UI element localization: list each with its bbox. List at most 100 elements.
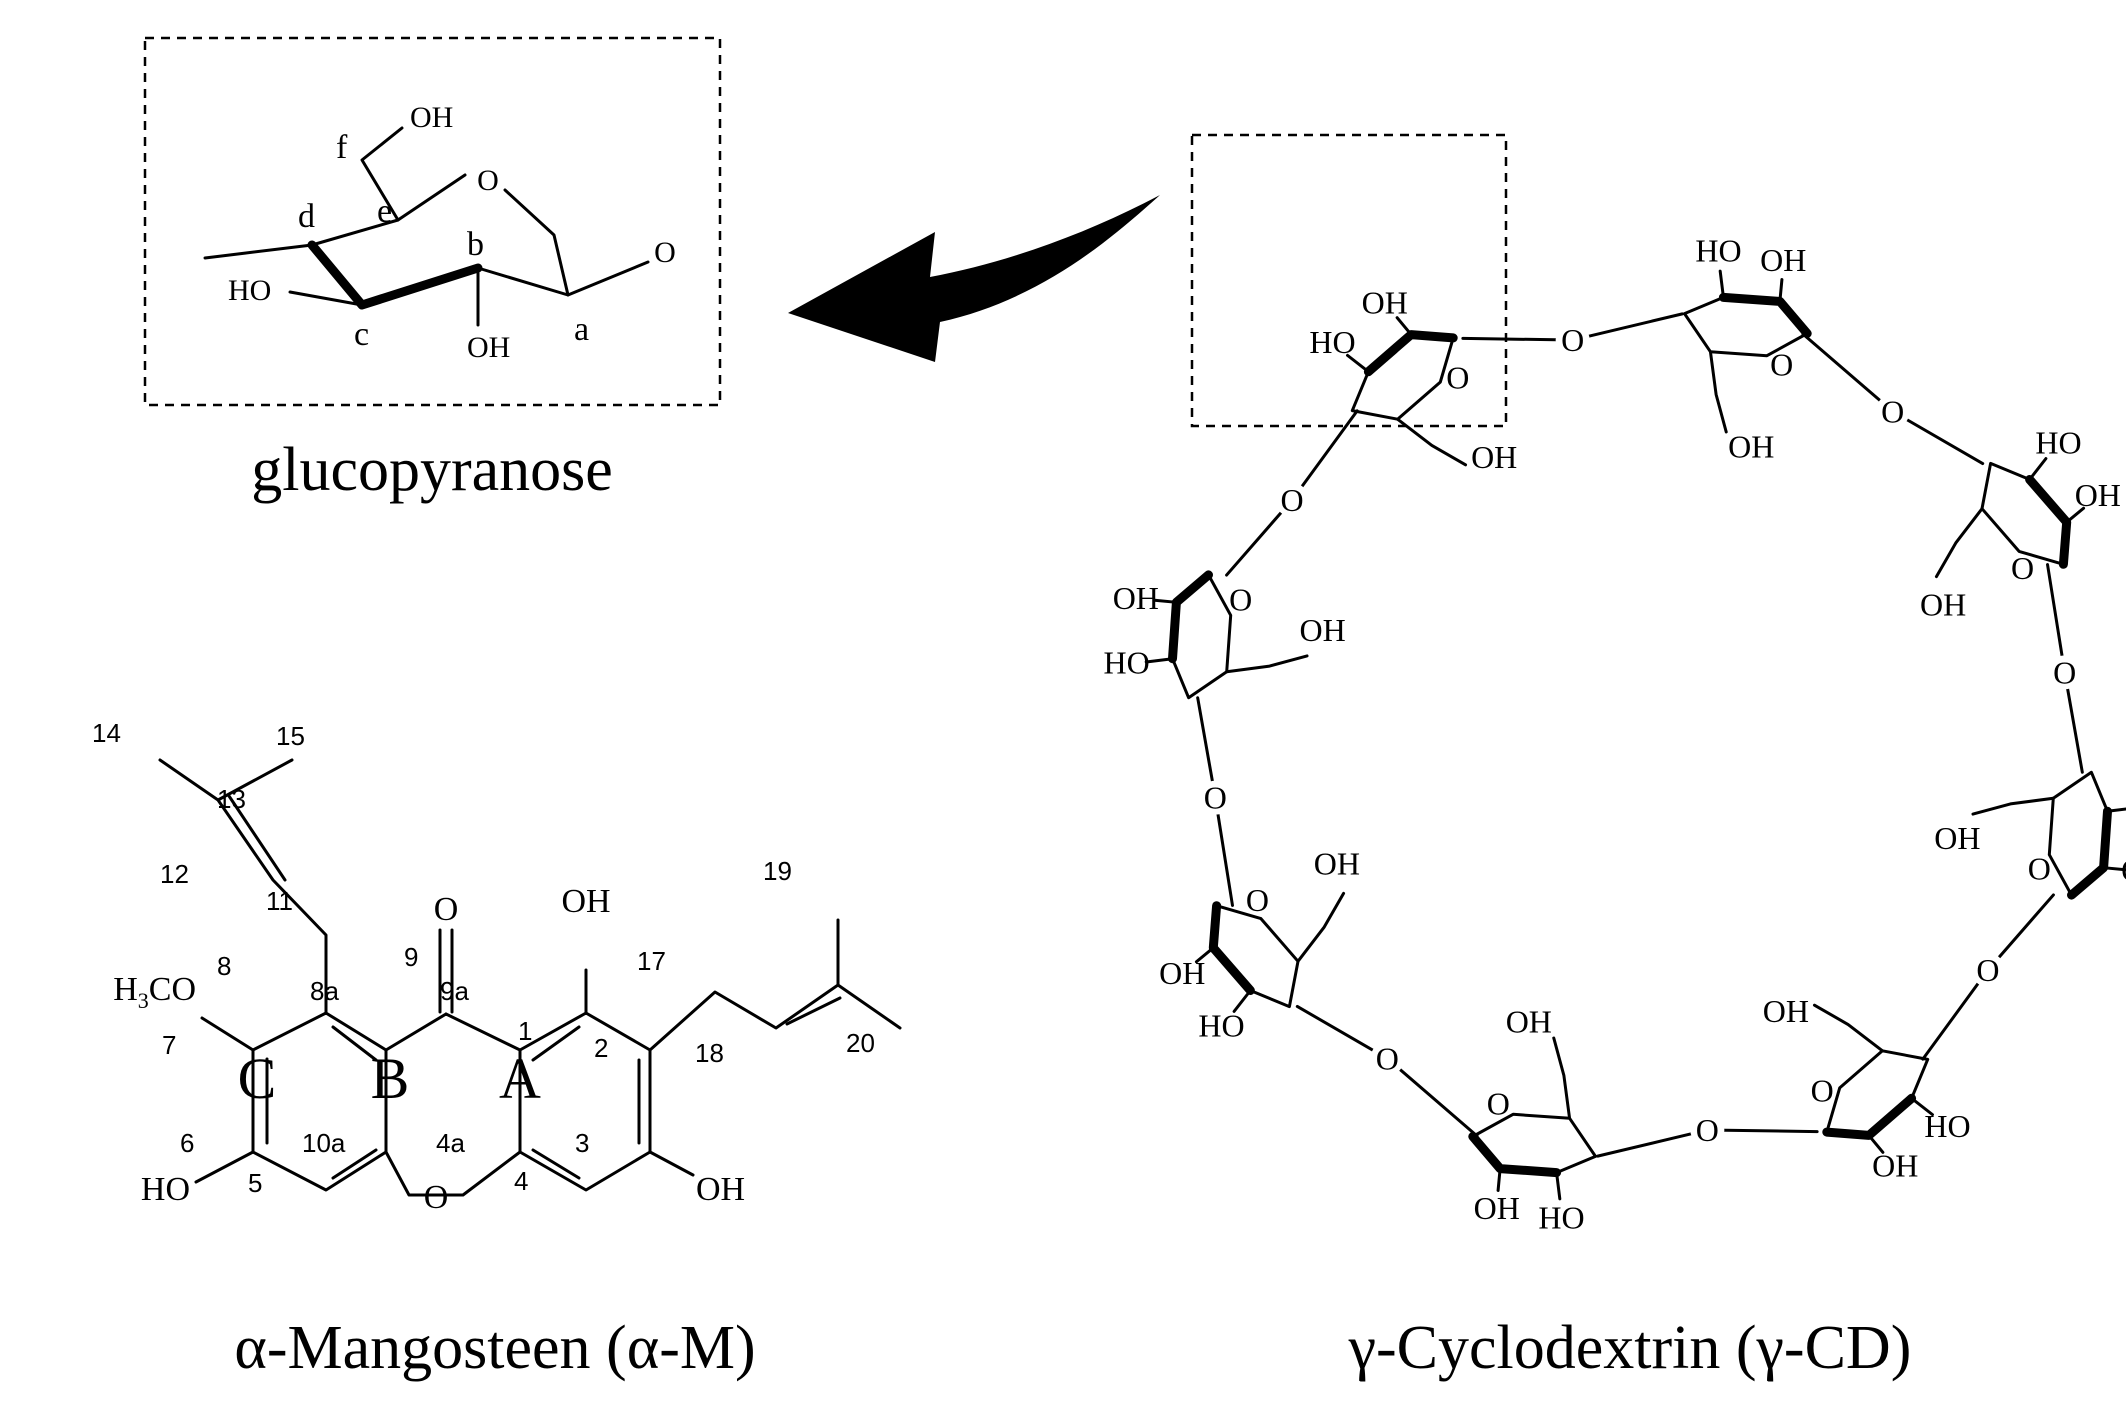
atom-number-17: 17: [637, 946, 666, 976]
glucopyranose-structure: O O OH HO OH a b c d e f: [203, 101, 676, 364]
primary-hydroxymethyl-bond: [1708, 350, 1728, 434]
hydroxyl-c: HO: [228, 274, 271, 307]
secondary-hydroxyl: HO: [1538, 1199, 1584, 1235]
cyclodextrin-highlight-box: [1190, 133, 1508, 428]
glycosidic-oxygen-background: [1555, 323, 1590, 358]
secondary-hydroxyl-bond: [1555, 1171, 1562, 1201]
secondary-hydroxyl-bond: [1194, 946, 1215, 964]
secondary-hydroxyl: OH: [1872, 1148, 1918, 1184]
primary-hydroxymethyl-bond: [1396, 417, 1468, 467]
atom-number-19: 19: [763, 856, 792, 886]
glycosidic-oxygen-background: [1970, 952, 2005, 987]
secondary-hydroxyl: OH: [1474, 1190, 1520, 1226]
hydroxyl-f: OH: [410, 101, 453, 134]
secondary-hydroxyl-bond: [1153, 598, 1178, 604]
primary-hydroxyl: OH: [1314, 846, 1360, 882]
position-a: a: [574, 311, 589, 348]
primary-hydroxymethyl-bond: [1934, 507, 1984, 579]
glycosidic-oxygen-background: [1690, 1112, 1725, 1147]
glycosidic-oxygen: O: [1561, 322, 1584, 358]
secondary-hydroxyl-bond: [1718, 269, 1725, 299]
glucose-ring-front-edge: [1468, 1132, 1562, 1178]
carbonyl-oxygen: O: [434, 891, 459, 928]
glucose-ring-oxygen: O: [1770, 347, 1793, 383]
ring-oxygen: O: [477, 164, 499, 197]
secondary-hydroxyl: OH: [1159, 955, 1205, 991]
secondary-hydroxyl-bond: [1232, 988, 1252, 1013]
secondary-hydroxyl-bond: [2102, 866, 2126, 872]
glycosidic-oxygen-background: [1875, 394, 1910, 429]
primary-hydroxyl: OH: [1934, 820, 1980, 856]
atom-number-10a: 10a: [302, 1128, 346, 1158]
mangosteen-atom-numbers: 1 2 3 4 4a 5 6 7 8 8a 9 9a 10a 11 12 13 …: [92, 718, 875, 1198]
secondary-hydroxyl: OH: [2075, 477, 2121, 513]
atom-number-1: 1: [518, 1016, 532, 1046]
atom-number-9: 9: [404, 942, 418, 972]
secondary-hydroxyl-bond: [1395, 316, 1413, 337]
atom-number-14: 14: [92, 718, 121, 748]
glycosidic-oxygen-background: [2047, 655, 2082, 690]
glycosidic-oxygen: O: [1976, 952, 1999, 988]
methoxy-group: H3CO: [113, 971, 196, 1013]
atom-number-5: 5: [248, 1168, 262, 1198]
secondary-hydroxyl: OH: [1362, 284, 1408, 320]
glycosidic-oxygen: O: [1696, 1112, 1719, 1148]
secondary-hydroxyl-bond: [1910, 1096, 1934, 1117]
glucose-ring-front-edge: [1208, 901, 1255, 995]
glucopyranose-dashed-box: [143, 36, 722, 407]
glucose-ring-oxygen: O: [1229, 581, 1252, 617]
primary-hydroxymethyl-bond: [1225, 654, 1309, 674]
secondary-hydroxyl: HO: [1309, 324, 1355, 360]
atom-number-9a: 9a: [440, 976, 469, 1006]
position-b: b: [467, 226, 484, 263]
atom-number-2: 2: [594, 1033, 608, 1063]
hydroxyl-1: OH: [561, 883, 610, 920]
glucose-ring-oxygen: O: [1811, 1072, 1834, 1108]
glucose-ring-oxygen: O: [1246, 882, 1269, 918]
mangosteen-bonds: [158, 758, 902, 1197]
secondary-hydroxyl-bond: [2065, 506, 2086, 524]
hydroxyl-6: HO: [141, 1171, 190, 1208]
secondary-hydroxyl: HO: [1198, 1007, 1244, 1043]
secondary-hydroxyl: OH: [2121, 852, 2126, 888]
glucose-ring-front-edge: [2067, 806, 2112, 900]
atom-number-11: 11: [266, 886, 293, 916]
glucose-ring-oxygen: O: [1487, 1085, 1510, 1121]
glycosidic-oxygen-background: [1370, 1041, 1405, 1076]
secondary-hydroxyl-bond: [1144, 657, 1174, 664]
secondary-hydroxyl-bond: [1778, 278, 1784, 303]
glycosidic-oxygen: O: [1881, 393, 1904, 429]
secondary-hydroxyl-bond: [1867, 1133, 1885, 1154]
glucopyranose-panel: O O OH HO OH a b c d e f glucopyranose: [143, 36, 722, 504]
glucose-ring-front-edge: [1363, 330, 1458, 377]
position-c: c: [354, 316, 369, 353]
primary-hydroxyl: OH: [1506, 1003, 1552, 1039]
curved-arrow: [788, 195, 1160, 362]
atom-number-20: 20: [846, 1028, 875, 1058]
position-e: e: [377, 193, 392, 230]
secondary-hydroxyl: HO: [2035, 425, 2081, 461]
atom-number-18: 18: [695, 1038, 724, 1068]
cyclodextrin-caption: γ-Cyclodextrin (γ-CD): [1348, 1314, 1912, 1382]
glucose-ring-front-edge: [2025, 475, 2072, 569]
glycosidic-oxygen-background: [1198, 780, 1233, 815]
atom-number-15: 15: [276, 721, 305, 751]
glycosidic-oxygen-background: [1275, 483, 1310, 518]
ether-oxygen: O: [424, 1179, 449, 1216]
mangosteen-atoms: O O OH OH HO H3CO A B C: [113, 883, 745, 1216]
secondary-hydroxyl: HO: [1924, 1108, 1970, 1144]
glucose-ring-oxygen: O: [1446, 360, 1469, 396]
glycosidic-oxygen: O: [1281, 482, 1304, 518]
atom-number-13: 13: [217, 784, 246, 814]
atom-number-7: 7: [162, 1030, 176, 1060]
glycosidic-oxygen: O: [1376, 1041, 1399, 1077]
glycosidic-oxygen: O: [1204, 780, 1227, 816]
position-d: d: [298, 198, 315, 235]
secondary-hydroxyl-bond: [1496, 1167, 1502, 1192]
